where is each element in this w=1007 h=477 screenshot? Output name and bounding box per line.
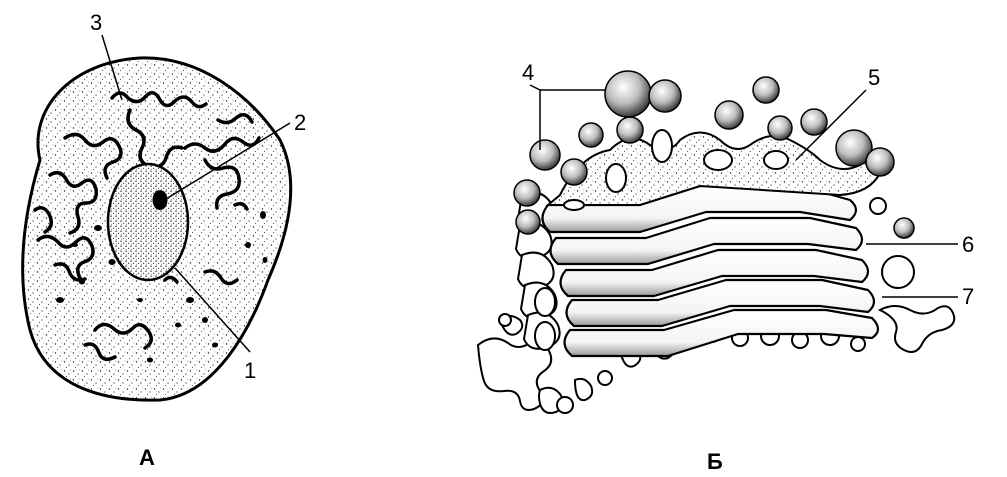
label-7: 7	[962, 284, 974, 309]
label-1: 1	[244, 358, 256, 383]
golgi-cisternae	[542, 186, 878, 356]
leader-line-4b	[530, 85, 540, 90]
nucleus	[108, 164, 188, 280]
nucleolus	[153, 190, 168, 210]
label-2: 2	[294, 110, 306, 135]
label-3: 3	[90, 10, 102, 35]
panel-a-cell: 3 2 1 А	[23, 10, 307, 470]
caption-a: А	[139, 445, 155, 470]
panel-b-golgi: 4 5 6 7 Б	[478, 60, 974, 474]
label-6: 6	[962, 232, 974, 257]
caption-b: Б	[707, 449, 723, 474]
label-5: 5	[868, 65, 880, 90]
label-4: 4	[522, 60, 534, 85]
